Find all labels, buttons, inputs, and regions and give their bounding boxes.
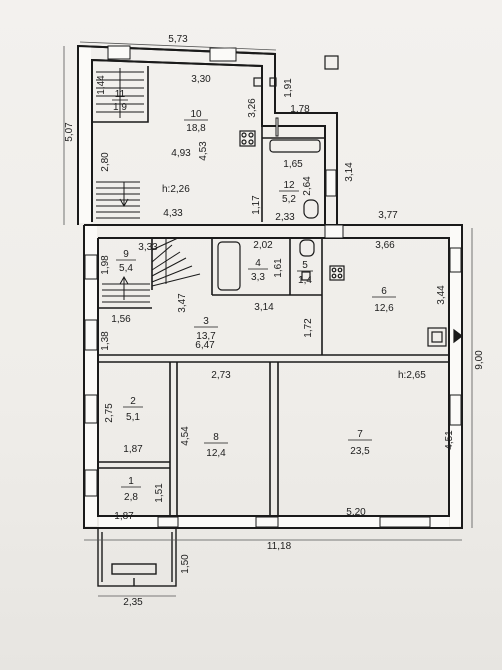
room-9-number: 9 bbox=[123, 249, 129, 260]
dim-1-91: 1,91 bbox=[283, 78, 294, 98]
dim-3-33: 3,33 bbox=[138, 242, 158, 253]
room-12-area: 5,2 bbox=[282, 194, 296, 205]
stove-icon-2 bbox=[329, 265, 345, 281]
ceiling-height-upper: h:2,26 bbox=[162, 184, 190, 195]
dim-2-02: 2,02 bbox=[253, 240, 273, 251]
room-3-number: 3 bbox=[203, 316, 209, 327]
dim-3-30: 3,30 bbox=[191, 74, 211, 85]
dim-2-33: 2,33 bbox=[275, 212, 295, 223]
dim-2-80: 2,80 bbox=[100, 152, 111, 172]
room-12-number: 12 bbox=[283, 180, 295, 191]
room-1-number: 1 bbox=[128, 476, 134, 487]
dimension-lines bbox=[63, 41, 473, 597]
north-marker bbox=[324, 55, 339, 70]
dim-3-66: 3,66 bbox=[375, 240, 395, 251]
room-5-area: 1,4 bbox=[298, 275, 312, 286]
room-7-number: 7 bbox=[357, 429, 363, 440]
dimension-texts: 5,73 3,30 1,78 4,93 1,65 4,33 2,33 3,77 … bbox=[111, 34, 398, 608]
dim-2-73: 2,73 bbox=[211, 370, 231, 381]
room-3-area: 13,7 bbox=[196, 331, 216, 342]
room-11-number: 11 bbox=[115, 89, 126, 100]
dim-1-38: 1,38 bbox=[100, 331, 111, 351]
dim-1-87-upper: 1,87 bbox=[123, 444, 143, 455]
dim-1-72: 1,72 bbox=[303, 318, 314, 338]
room-2-area: 5,1 bbox=[126, 412, 140, 423]
room-4-number: 4 bbox=[255, 258, 261, 269]
dim-1-61: 1,61 bbox=[273, 258, 284, 278]
dim-6-47: 6,47 bbox=[195, 340, 215, 351]
dim-5-73: 5,73 bbox=[168, 34, 188, 45]
room-6-area: 12,6 bbox=[374, 303, 394, 314]
dim-4-54: 4,54 bbox=[180, 426, 191, 446]
windows bbox=[84, 45, 462, 528]
dim-1-65: 1,65 bbox=[283, 159, 303, 170]
room-6-number: 6 bbox=[381, 286, 387, 297]
room-8-number: 8 bbox=[213, 432, 219, 443]
dim-4-53: 4,53 bbox=[198, 141, 209, 161]
dim-1-87-lower: 1,87 bbox=[114, 511, 134, 522]
toilet-icon-2 bbox=[299, 239, 315, 257]
room-9-area: 5,4 bbox=[119, 263, 133, 274]
dim-1-17: 1,17 bbox=[251, 195, 262, 215]
dim-4-33: 4,33 bbox=[163, 208, 183, 219]
dim-9-00: 9,00 bbox=[474, 350, 485, 370]
stove-icon bbox=[239, 130, 256, 147]
interior-walls bbox=[92, 66, 449, 516]
dim-1-51: 1,51 bbox=[154, 483, 165, 503]
room-10-number: 10 bbox=[190, 109, 202, 120]
room-1-area: 2,8 bbox=[124, 492, 138, 503]
dim-1-50: 1,50 bbox=[180, 554, 191, 574]
room-8-area: 12,4 bbox=[206, 448, 226, 459]
porch bbox=[97, 527, 177, 587]
dim-1-56: 1,56 bbox=[111, 314, 131, 325]
room-labels: 11 1,9 10 18,8 12 5,2 9 5,4 4 3,3 5 1,4 … bbox=[112, 89, 396, 503]
room-10-area: 18,8 bbox=[186, 123, 206, 134]
dim-3-14-right: 3,14 bbox=[344, 162, 355, 182]
room-5-number: 5 bbox=[302, 260, 308, 271]
dim-11-18: 11,18 bbox=[267, 541, 292, 552]
bathtub-icon bbox=[269, 139, 321, 153]
dim-3-44: 3,44 bbox=[436, 285, 447, 305]
dim-1-98: 1,98 bbox=[100, 255, 111, 275]
room-2-number: 2 bbox=[130, 396, 136, 407]
ceiling-height-lower: h:2,65 bbox=[398, 370, 426, 381]
dim-4-51: 4,51 bbox=[444, 430, 455, 450]
dim-5-07: 5,07 bbox=[64, 122, 75, 142]
room-11-area: 1,9 bbox=[113, 102, 127, 113]
stairs bbox=[96, 68, 201, 303]
dim-3-14-mid: 3,14 bbox=[254, 302, 274, 313]
dim-3-26: 3,26 bbox=[247, 98, 258, 118]
dim-2-64: 2,64 bbox=[302, 176, 313, 196]
dim-1-44: 1,44 bbox=[96, 75, 107, 95]
fixtures bbox=[217, 55, 463, 347]
boiler-icon bbox=[427, 327, 447, 347]
bathtub-icon-2 bbox=[217, 241, 241, 291]
toilet-icon bbox=[303, 199, 319, 219]
room-7-area: 23,5 bbox=[350, 446, 370, 457]
dim-1-78: 1,78 bbox=[290, 104, 310, 115]
dim-4-93: 4,93 bbox=[171, 148, 191, 159]
dim-2-75: 2,75 bbox=[104, 403, 115, 423]
dim-3-77: 3,77 bbox=[378, 210, 398, 221]
room-4-area: 3,3 bbox=[251, 272, 265, 283]
dim-3-47: 3,47 bbox=[177, 293, 188, 313]
dim-2-35: 2,35 bbox=[123, 597, 143, 608]
dim-5-20: 5,20 bbox=[346, 507, 366, 518]
